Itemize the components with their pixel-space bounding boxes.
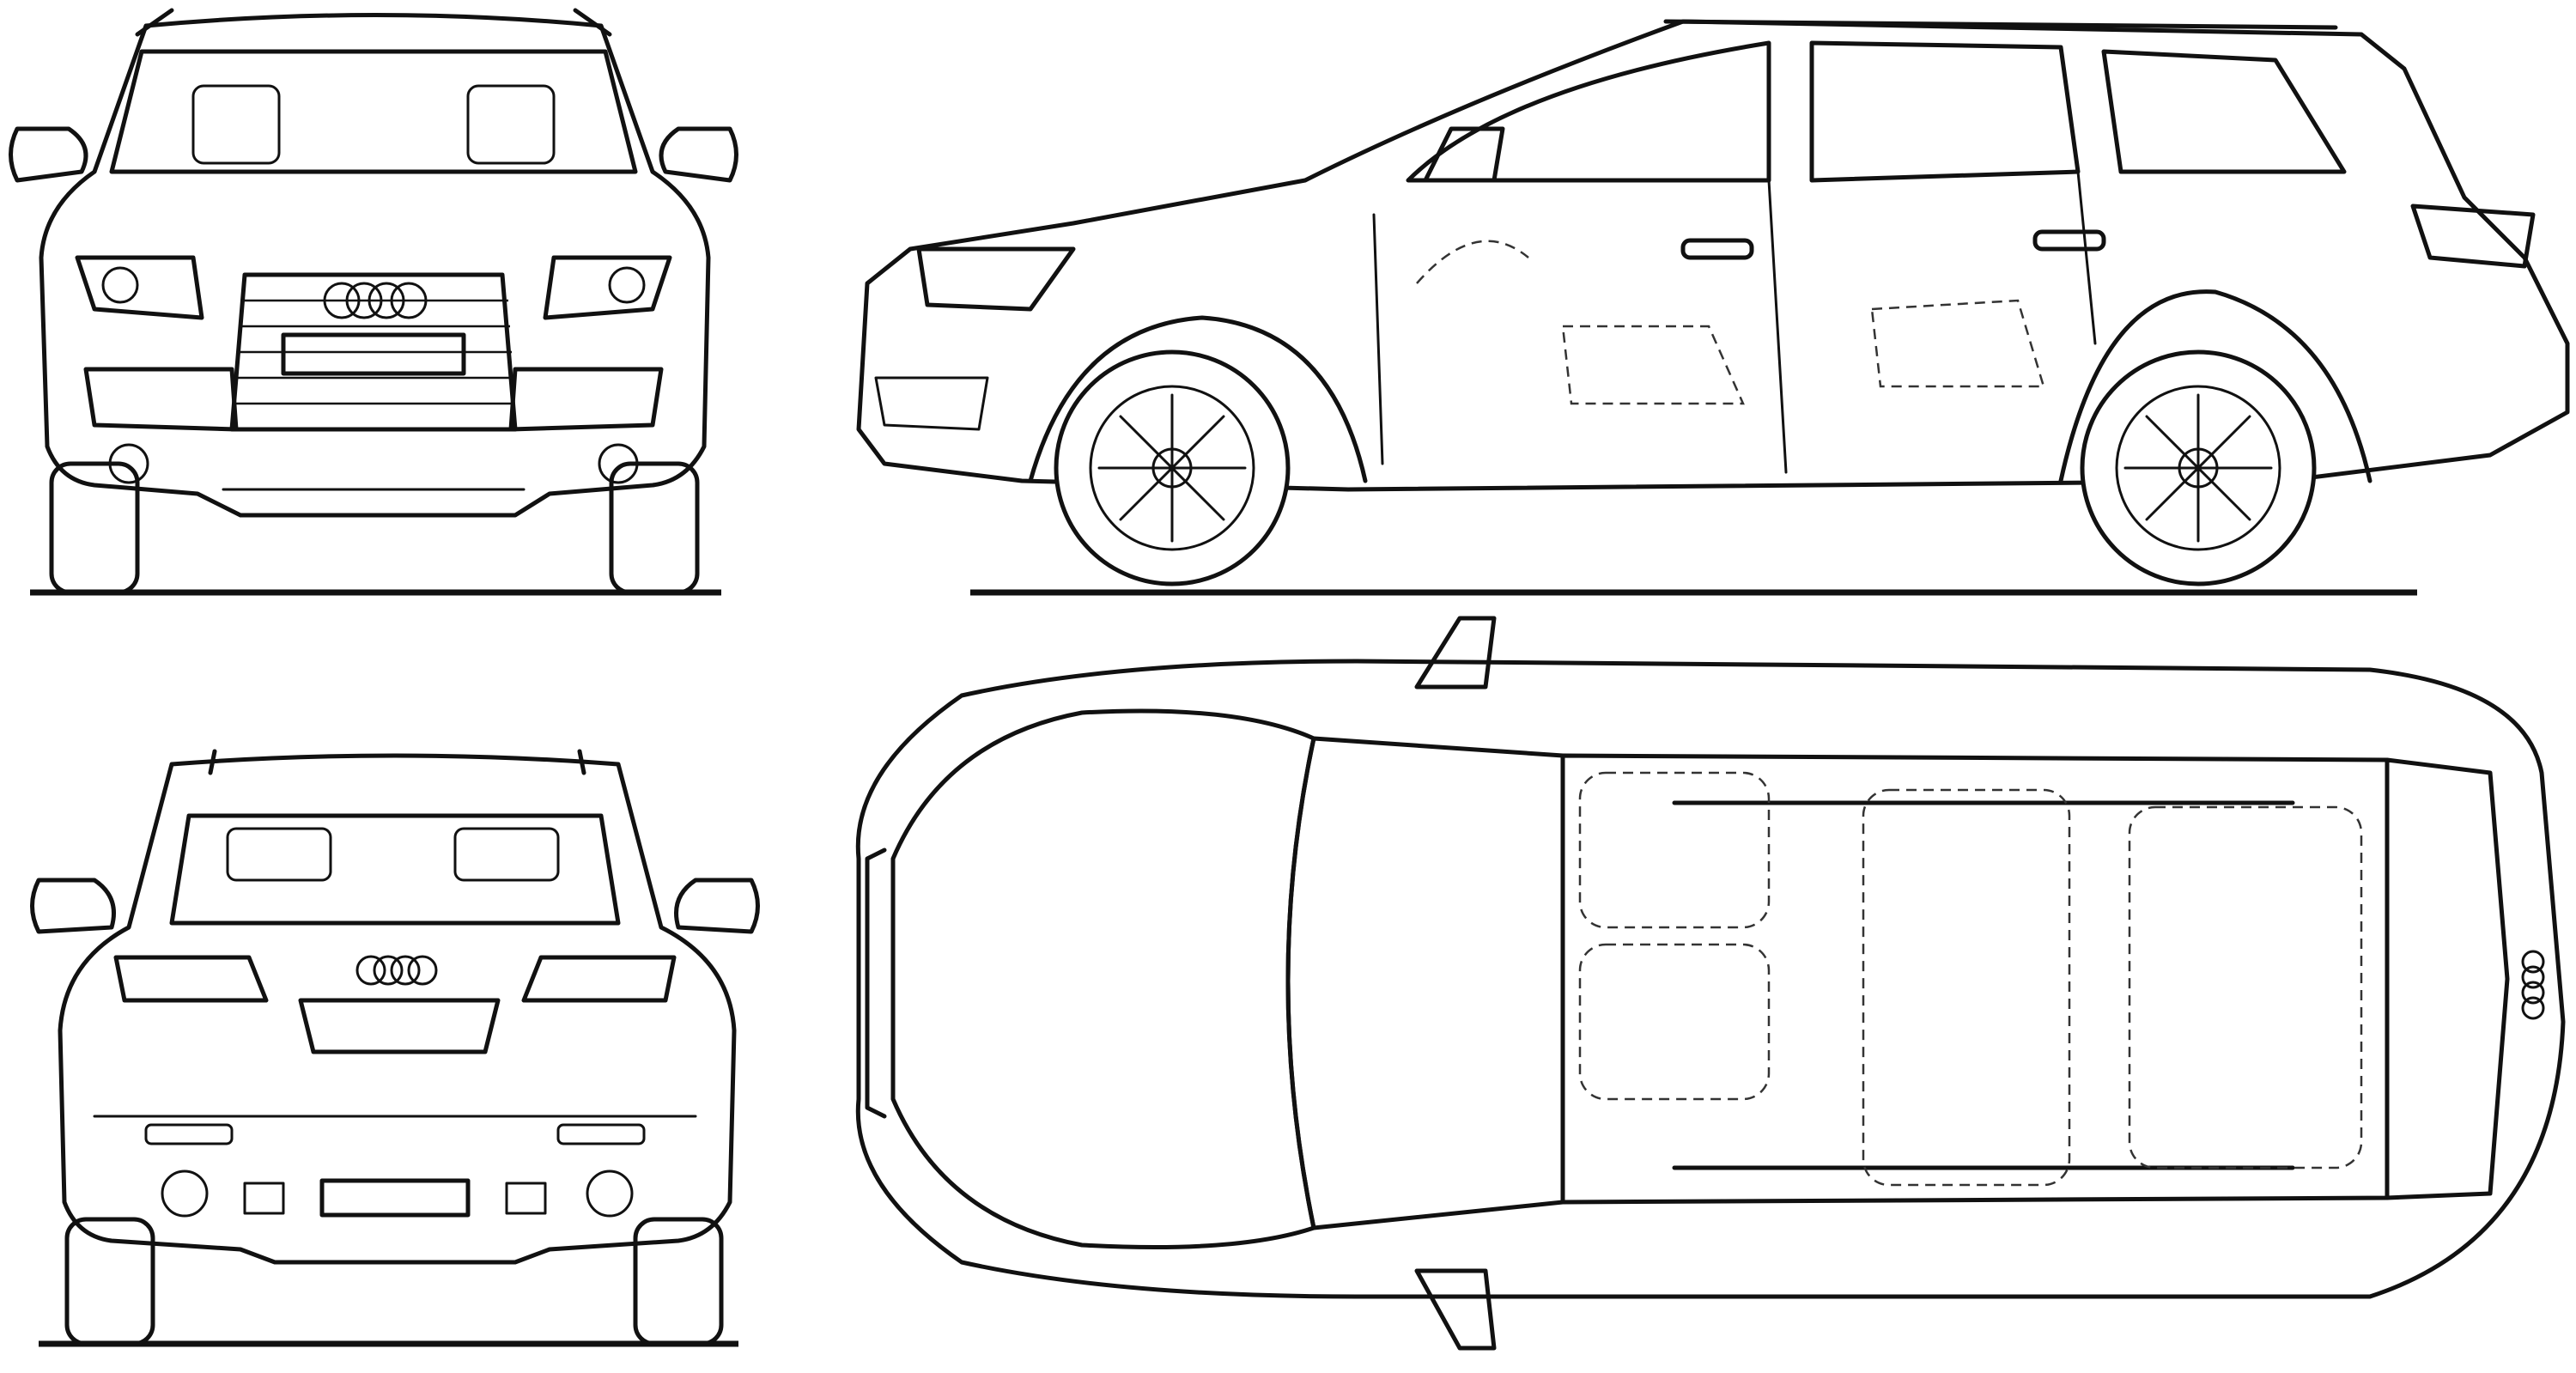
side-body-outline [856,19,2570,492]
side-interior-steering [1416,240,1529,284]
side-front-intake [874,376,989,431]
front-mirror-right [659,126,738,183]
rear-taillight-right [521,955,677,1003]
rear-roof-rail-left [208,749,217,775]
side-window-rear [1809,40,2081,183]
rear-headrest-right [453,827,560,882]
rear-right-tire [633,1217,724,1346]
side-interior-seat-front [1561,325,1745,405]
rear-reflector-right [556,1123,646,1145]
front-view [9,8,738,596]
side-front-spokes [1097,393,1247,543]
side-interior-seat-rear [1870,299,2045,388]
front-fog-light-left [108,443,149,484]
side-door-line-front [1372,213,1384,465]
front-headlight-left [75,255,204,320]
side-window-quarter [2101,49,2347,174]
top-seat-driver [1578,943,1771,1101]
top-seat-middle-row [1862,788,2071,1187]
side-rear-wheel-arch [2058,289,2372,483]
rear-fog-right [505,1182,547,1215]
front-right-tire [609,461,700,595]
front-seat-right [466,84,556,165]
rear-exhaust-right [586,1169,634,1218]
rear-body-outline [58,753,737,1265]
front-headlight-left-lens [101,266,139,304]
top-front-bumper [865,847,887,1119]
rear-left-tire [64,1217,155,1346]
front-headlight-right [543,255,672,320]
rear-view [30,749,760,1347]
top-windshield [1285,736,1565,1230]
front-license-plate [281,332,466,376]
front-headlight-right-lens [608,266,646,304]
rear-roof-rail-right [577,749,586,775]
side-front-wheel-arch [1028,315,1368,483]
side-view [856,19,2570,596]
rear-fog-left [243,1182,285,1215]
top-brand-rings-logo [2521,950,2545,1020]
top-rear-window [2385,757,2510,1200]
side-door-handle-front [1680,238,1754,260]
front-mirror-left [9,126,88,183]
rear-license-plate [319,1178,471,1218]
top-hood [890,708,1316,1249]
side-mirror [1423,126,1505,183]
top-seat-third-row [2128,805,2363,1169]
top-seat-passenger [1578,771,1771,929]
side-front-rim [1089,385,1255,551]
side-rear-rim [2115,385,2281,551]
rear-mirror-right [674,878,760,934]
top-mirror-right [1414,1268,1497,1351]
side-headlight [916,246,1076,312]
rear-brand-rings-logo [355,955,438,986]
front-seat-left [191,84,281,165]
top-body-outline [855,659,2566,1299]
side-door-line-middle [1767,179,1788,474]
front-air-intake-right [508,367,664,432]
front-roof-rail-left [135,8,174,37]
rear-plate-recess [298,998,501,1054]
side-taillight [2410,204,2536,269]
top-roof [1560,753,2390,1205]
front-fog-light-right [598,443,639,484]
side-door-handle-rear [2032,229,2106,252]
front-brand-rings-logo [323,282,428,319]
side-rear-spokes [2123,393,2273,543]
top-mirror-left [1414,616,1497,690]
front-left-tire [49,461,140,595]
side-door-line-rear [2076,170,2097,345]
front-body-outline [39,13,711,518]
rear-headrest-left [226,827,332,882]
side-window-front [1406,40,1771,183]
front-roof-rail-right [573,8,612,37]
rear-window [169,813,621,926]
rear-taillight-left [113,955,269,1003]
rear-exhaust-left [161,1169,209,1218]
top-view [855,616,2566,1351]
side-roof-rail [1663,19,2338,30]
front-windshield [109,49,638,174]
rear-mirror-left [30,878,116,934]
front-grille-mesh [234,299,515,405]
front-air-intake-left [83,367,239,432]
rear-reflector-left [144,1123,234,1145]
